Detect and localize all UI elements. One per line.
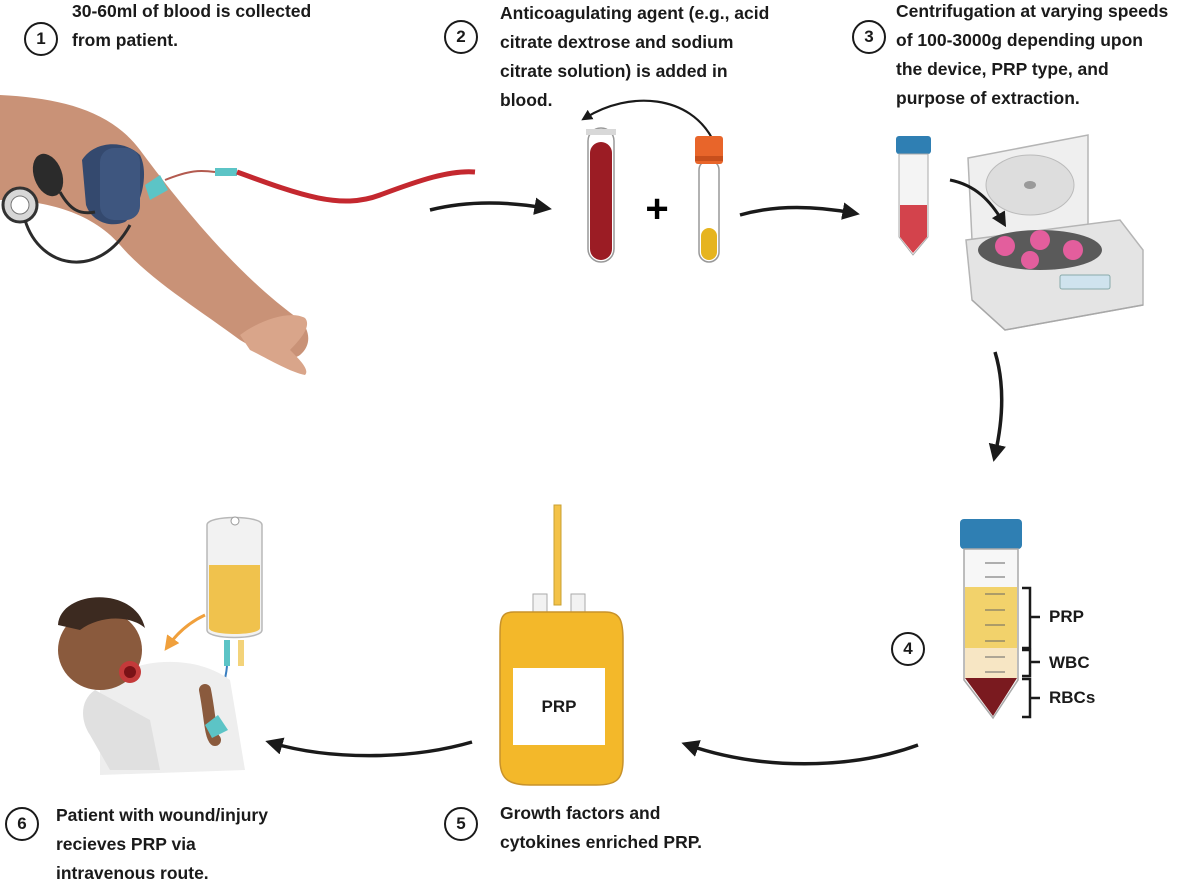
arrow-mix — [581, 99, 714, 141]
step-4-number: 4 — [891, 632, 925, 666]
arrow-into-centrifuge — [949, 178, 1007, 228]
blood-pressure-cuff-icon — [0, 95, 476, 375]
arrow-step-4-to-5 — [681, 740, 919, 766]
wbc-layer-label: WBC — [1049, 653, 1090, 672]
step-3-text: Centrifugation at varying speeds of 100-… — [896, 1, 1169, 108]
conical-tube-icon — [896, 136, 931, 256]
prp-layer-label: PRP — [1049, 607, 1084, 626]
patient-icon — [58, 597, 245, 775]
plus-sign: + — [645, 187, 668, 231]
centrifuge-icon — [965, 134, 1144, 331]
step-2-text: Anticoagulating agent (e.g., acid citrat… — [500, 3, 770, 110]
step-1-number: 1 — [24, 22, 58, 56]
step-1-text: 30-60ml of blood is collected from patie… — [72, 1, 312, 50]
step-3-number: 3 — [852, 20, 886, 54]
test-tube-icon — [586, 127, 616, 263]
rbc-layer-label: RBCs — [1049, 688, 1096, 707]
arrow-step-1-to-2 — [429, 197, 552, 215]
layer-brackets — [1022, 586, 1040, 719]
anticoagulant-tube-icon — [695, 136, 723, 263]
orange-arrow — [164, 613, 206, 651]
prp-bag-label: PRP — [513, 668, 605, 745]
step-6-text: Patient with wound/injury recieves PRP v… — [56, 805, 268, 883]
iv-bag-icon — [206, 516, 263, 716]
step-5-number: 5 — [444, 807, 478, 841]
arrow-step-2-to-3 — [739, 202, 860, 220]
separated-tube-icon — [960, 519, 1022, 720]
arrow-step-5-to-6 — [265, 737, 473, 758]
step-5-text: Growth factors and cytokines enriched PR… — [500, 803, 702, 852]
step-6-number: 6 — [5, 807, 39, 841]
step-2-number: 2 — [444, 20, 478, 54]
arrow-step-3-to-4 — [988, 351, 1006, 462]
